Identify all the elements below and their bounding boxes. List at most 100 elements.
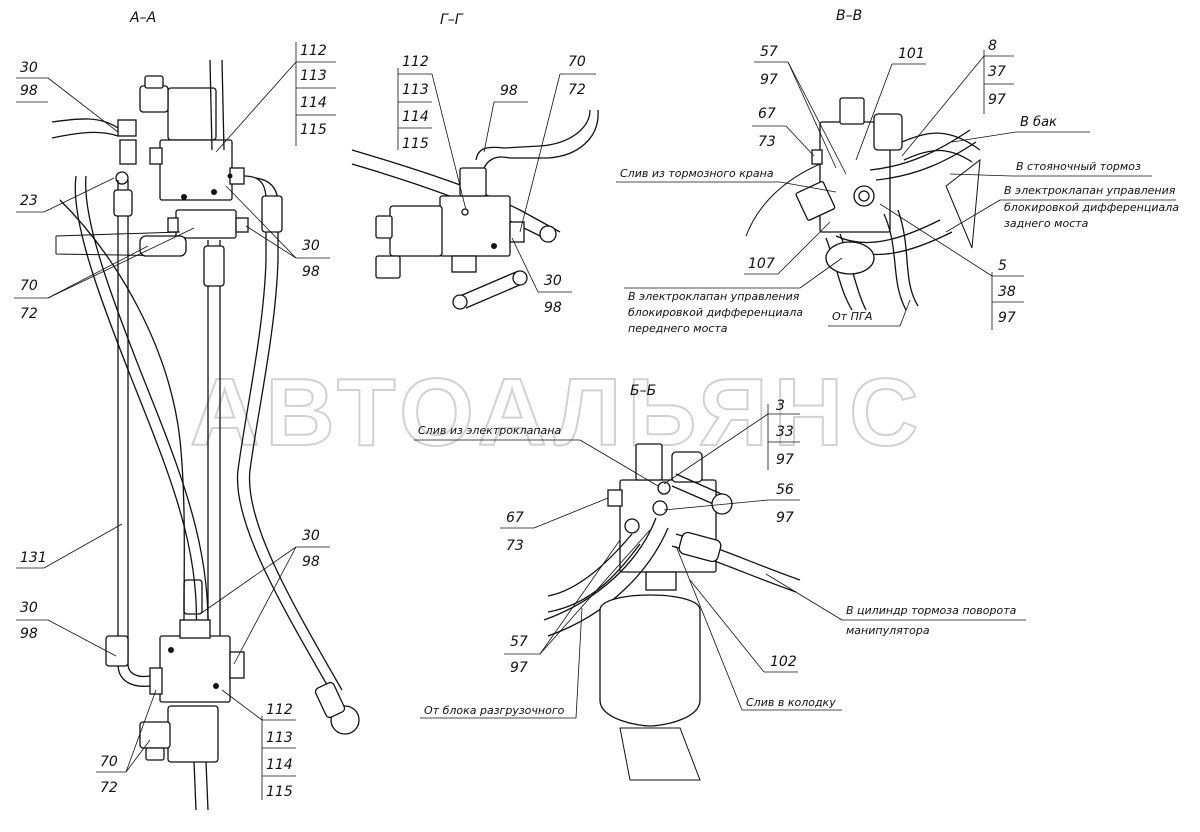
bb-callout-56-97: 56 97 (663, 482, 800, 526)
svg-text:56: 56 (776, 482, 794, 498)
svg-text:72: 72 (100, 780, 118, 796)
svg-text:30: 30 (302, 528, 320, 544)
svg-text:В стояночный тормоз: В стояночный тормоз (1016, 160, 1141, 173)
svg-text:101: 101 (898, 46, 925, 62)
bb-note-drain-electrovalve: Слив из электроклапана (414, 424, 659, 487)
vv-callout-107: 107 (744, 221, 831, 275)
bb-callout-67-73: 67 73 (500, 497, 609, 554)
svg-text:30: 30 (302, 238, 320, 254)
svg-text:131: 131 (20, 550, 47, 566)
svg-text:57: 57 (510, 634, 528, 650)
svg-text:заднего моста: заднего моста (1004, 217, 1089, 230)
svg-text:73: 73 (506, 538, 524, 554)
section-title-vv: В–В (836, 8, 862, 24)
svg-text:97: 97 (776, 510, 794, 526)
svg-text:блокировкой дифференциала: блокировкой дифференциала (628, 306, 803, 319)
svg-text:57: 57 (760, 44, 778, 60)
section-title-aa: А–А (129, 10, 156, 26)
svg-text:115: 115 (300, 122, 327, 138)
bb-note-from-unloading-block: От блока разгрузочного (420, 607, 583, 719)
vv-note-from-pga: От ПГА (828, 299, 911, 327)
svg-text:97: 97 (776, 452, 794, 468)
svg-text:97: 97 (510, 660, 528, 676)
svg-text:107: 107 (748, 256, 775, 272)
svg-text:114: 114 (402, 109, 429, 125)
svg-text:30: 30 (20, 600, 38, 616)
vv-note-to-parking-brake: В стояночный тормоз (949, 160, 1152, 177)
svg-text:5: 5 (998, 258, 1007, 274)
svg-text:115: 115 (266, 784, 293, 800)
gg-callout-30-98: 30 98 (511, 237, 572, 316)
svg-text:23: 23 (20, 193, 38, 209)
svg-text:97: 97 (988, 92, 1006, 108)
section-title-gg: Г–Г (440, 12, 464, 28)
vv-note-to-tank: В бак (951, 115, 1090, 143)
section-bb-drawing (543, 443, 801, 781)
watermark: АВТОАЛЬЯНС (190, 359, 924, 466)
svg-text:112: 112 (266, 702, 293, 718)
svg-text:98: 98 (302, 264, 320, 280)
svg-text:102: 102 (770, 654, 797, 670)
svg-text:70: 70 (568, 54, 586, 70)
aa-callout-30-98-tl: 30 98 (16, 60, 119, 133)
vv-callout-101: 101 (855, 46, 926, 161)
svg-text:112: 112 (402, 54, 429, 70)
section-gg-drawing (351, 109, 599, 310)
aa-callout-112-115-bottom: 112 113 114 115 (221, 689, 296, 800)
svg-text:33: 33 (776, 424, 794, 440)
aa-callout-112-115-top: 112 113 114 115 (215, 42, 336, 153)
svg-text:30: 30 (544, 273, 562, 289)
svg-text:От ПГА: От ПГА (832, 310, 873, 323)
bb-callout-102: 102 (689, 579, 798, 673)
svg-text:97: 97 (760, 72, 778, 88)
svg-text:67: 67 (506, 510, 524, 526)
svg-text:37: 37 (988, 64, 1006, 80)
svg-text:98: 98 (20, 83, 38, 99)
bb-note-drain-to-block: Слив в колодку (675, 545, 842, 711)
svg-text:переднего моста: переднего моста (628, 322, 728, 335)
svg-text:114: 114 (266, 757, 293, 773)
svg-text:67: 67 (758, 106, 776, 122)
section-aa-drawing (51, 59, 360, 811)
svg-text:В электроклапан управления: В электроклапан управления (628, 290, 800, 303)
svg-text:113: 113 (300, 68, 327, 84)
gg-callout-98: 98 (483, 83, 528, 153)
svg-text:Слив из электроклапана: Слив из электроклапана (418, 424, 561, 437)
svg-text:113: 113 (402, 82, 429, 98)
vv-note-to-front-valve: В электроклапан управления блокировкой д… (624, 257, 843, 335)
aa-callout-131: 131 (16, 523, 123, 569)
svg-text:8: 8 (988, 38, 997, 54)
aa-callout-30-98-bottom-left: 30 98 (16, 600, 117, 657)
bb-note-to-brake-cylinder: В цилиндр тормоза поворота манипулятора (765, 573, 1026, 637)
svg-text:3: 3 (776, 398, 785, 414)
svg-text:72: 72 (568, 82, 586, 98)
gg-callout-112-115: 112 113 114 115 (397, 54, 467, 211)
svg-text:Слив из тормозного крана: Слив из тормозного крана (620, 167, 774, 180)
svg-text:98: 98 (302, 554, 320, 570)
svg-text:В бак: В бак (1020, 115, 1057, 130)
aa-callout-70-72-left: 70 72 (14, 227, 195, 322)
svg-text:30: 30 (20, 60, 38, 76)
aa-callout-23: 23 (16, 177, 115, 213)
vv-callout-57-97: 57 97 (754, 44, 847, 175)
svg-text:В электроклапан управления: В электроклапан управления (1004, 184, 1176, 197)
svg-text:97: 97 (998, 310, 1016, 326)
svg-text:98: 98 (20, 626, 38, 642)
svg-text:98: 98 (544, 300, 562, 316)
svg-text:70: 70 (20, 278, 38, 294)
svg-text:112: 112 (300, 43, 327, 59)
section-title-bb: Б–Б (630, 383, 656, 399)
svg-text:В цилиндр тормоза поворота: В цилиндр тормоза поворота (846, 604, 1017, 617)
svg-text:98: 98 (500, 83, 518, 99)
vv-note-drain-brake-valve: Слив из тормозного крана (616, 167, 837, 193)
svg-text:38: 38 (998, 284, 1016, 300)
section-vv-drawing (745, 97, 981, 311)
bb-callout-57-97: 57 97 (504, 529, 651, 676)
svg-text:манипулятора: манипулятора (846, 624, 930, 637)
bb-callout-3-33-97: 3 33 97 (663, 398, 800, 485)
svg-text:114: 114 (300, 95, 327, 111)
vv-callout-67-73: 67 73 (752, 106, 815, 157)
vv-note-to-rear-valve: В электроклапан управления блокировкой д… (945, 184, 1179, 233)
